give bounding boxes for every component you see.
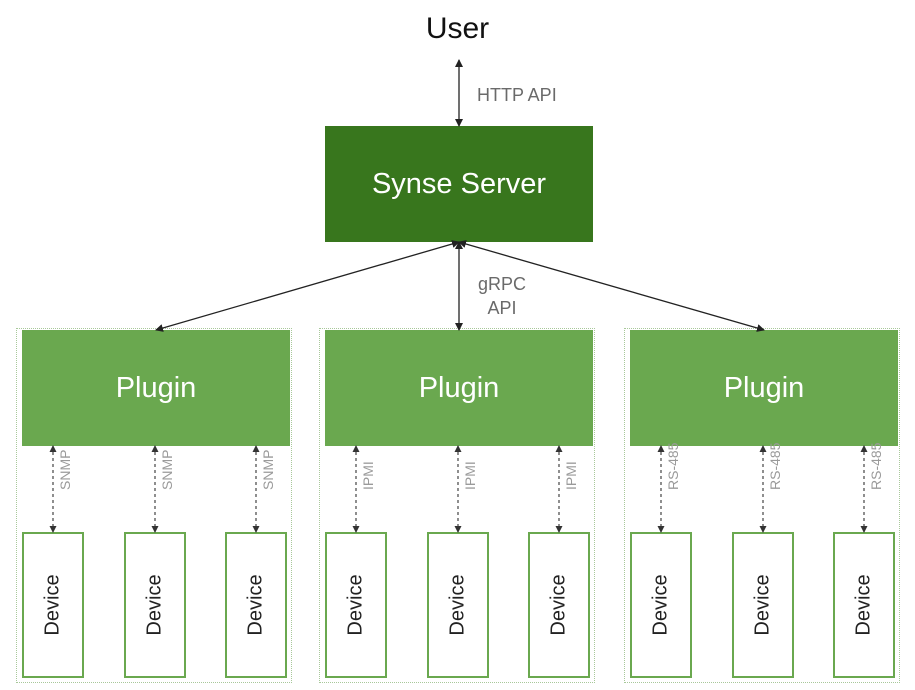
grpc-arrow (155, 240, 460, 332)
synse-server-label: Synse Server (371, 167, 547, 200)
device-box: Device (833, 532, 895, 678)
grpc-arrow (458, 240, 765, 332)
device-box: Device (630, 532, 692, 678)
plugin-box: Plugin (22, 330, 290, 446)
device-box: Device (225, 532, 287, 678)
plugin-label: Plugin (418, 371, 500, 404)
plugin-group-frame (16, 328, 292, 683)
synse-server-box: Synse Server (325, 126, 593, 242)
plugin-label: Plugin (723, 371, 805, 404)
http-api-label: HTTP API (477, 85, 557, 105)
device-box: Device (427, 532, 489, 678)
device-box: Device (22, 532, 84, 678)
plugin-label: Plugin (115, 371, 197, 404)
device-box: Device (325, 532, 387, 678)
user-label: User (425, 12, 490, 45)
device-box: Device (732, 532, 794, 678)
device-box: Device (124, 532, 186, 678)
plugin-box: Plugin (630, 330, 898, 446)
plugin-box: Plugin (325, 330, 593, 446)
device-box: Device (528, 532, 590, 678)
